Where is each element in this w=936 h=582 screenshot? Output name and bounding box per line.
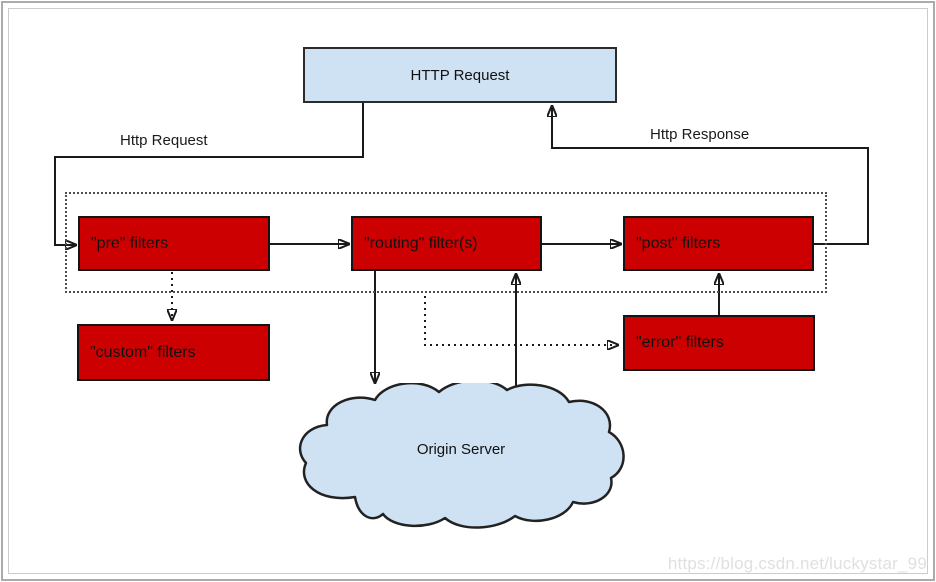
http-request-edge-label: Http Request [120, 132, 208, 149]
watermark-text: https://blog.csdn.net/luckystar_99 [667, 554, 927, 573]
http-response-edge-label: Http Response [650, 126, 750, 143]
cloud-shape [298, 383, 625, 529]
routing-filters-box: "routing" filter(s) [351, 216, 542, 271]
routing-filters-label: "routing" filter(s) [364, 234, 478, 252]
origin-server-cloud: Origin Server [291, 383, 631, 533]
error-filters-box: "error" filters [623, 315, 815, 371]
error-filters-label: "error" filters [636, 334, 724, 351]
http-request-label: HTTP Request [410, 66, 510, 84]
custom-filters-label: "custom" filters [90, 343, 196, 361]
http-request-box: HTTP Request [303, 47, 617, 103]
post-filters-label: "post" filters [636, 234, 721, 252]
post-filters-box: "post" filters [623, 216, 814, 271]
edge-chain-to-error [424, 296, 618, 345]
edge-request-to-pre [54, 103, 364, 245]
origin-server-label: Origin Server [416, 441, 506, 458]
custom-filters-box: "custom" filters [77, 324, 270, 381]
filter-chain-container [65, 192, 827, 293]
edge-post-to-response [552, 106, 869, 245]
pre-filters-label: "pre" filters [91, 234, 169, 252]
pre-filters-box: "pre" filters [78, 216, 270, 271]
